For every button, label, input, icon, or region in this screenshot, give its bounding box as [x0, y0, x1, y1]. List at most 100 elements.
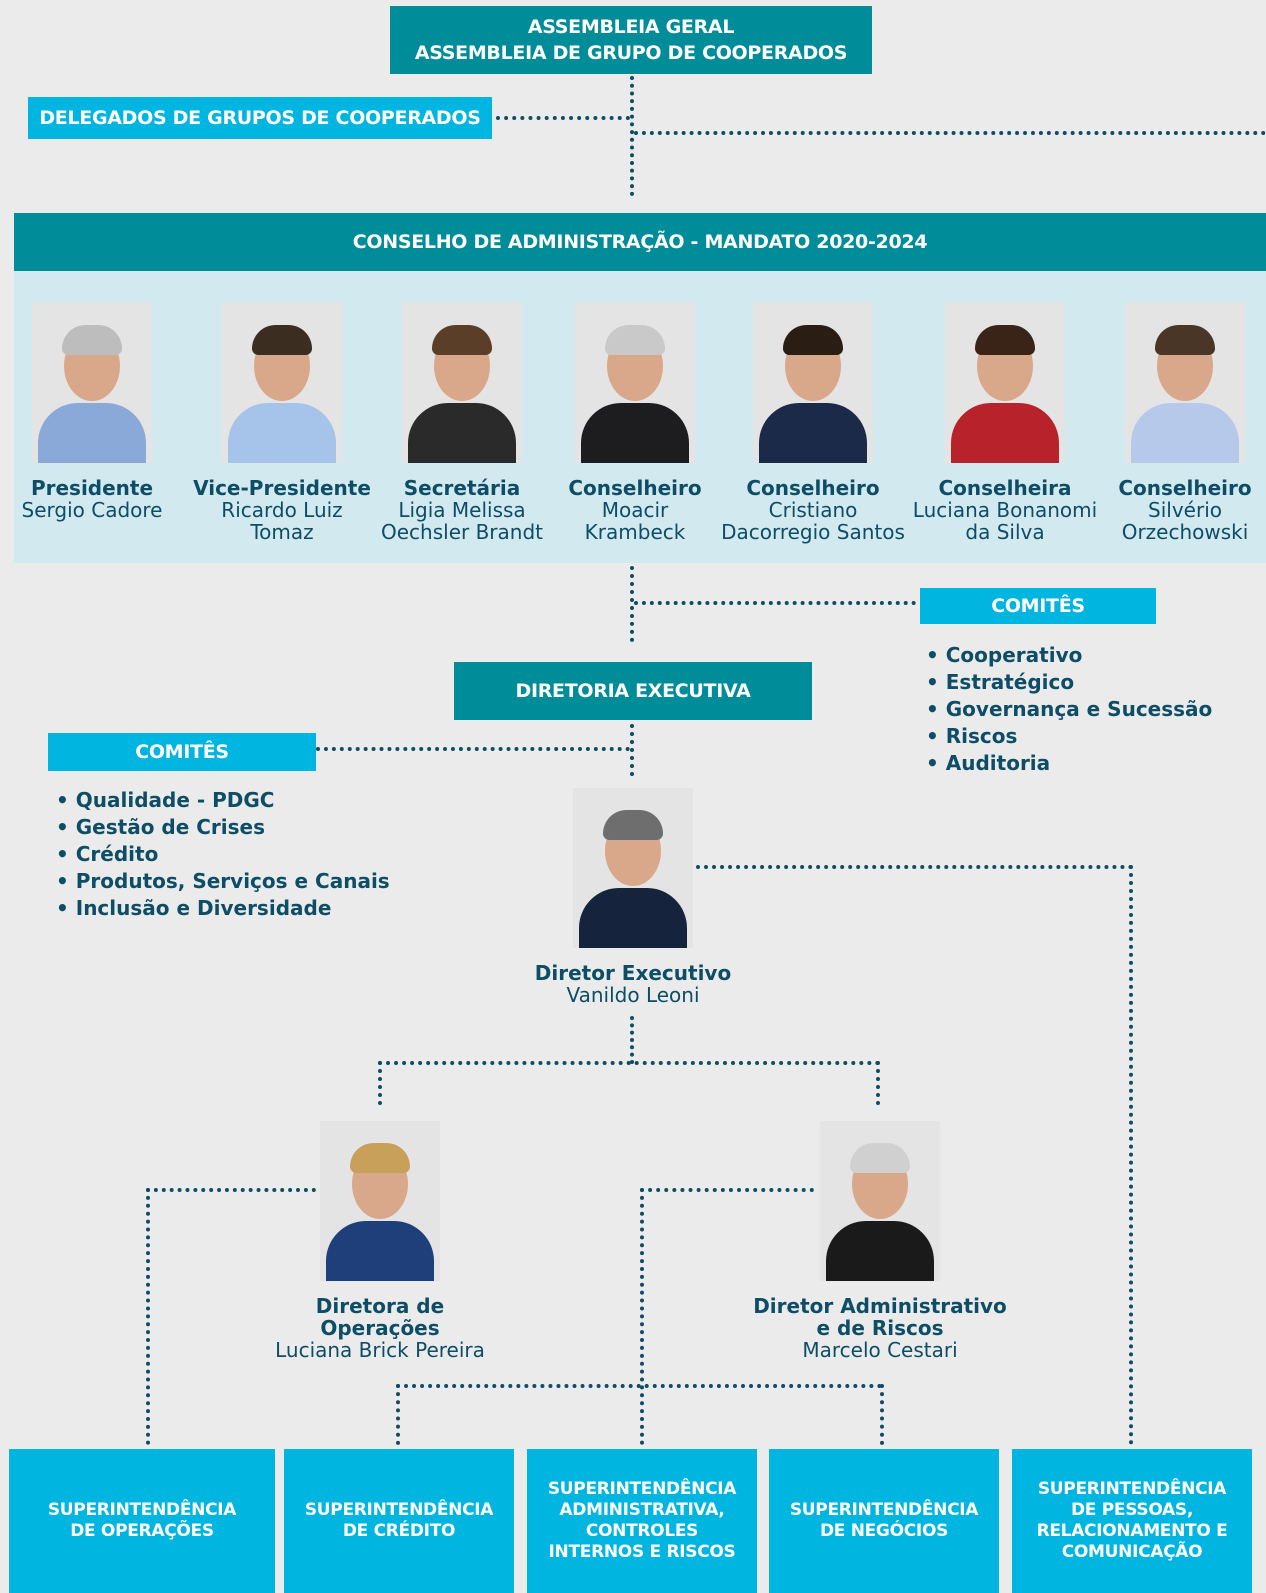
executive-board-title: DIRETORIA EXECUTIVA [515, 680, 751, 702]
member-photo [753, 303, 873, 463]
committee-item: Governança e Sucessão [926, 696, 1213, 723]
committee-item: Estratégico [926, 669, 1212, 696]
director-role: e de Riscos [816, 1316, 944, 1340]
member-photo [575, 303, 695, 463]
delegates-box: DELEGADOS DE GRUPOS DE COOPERADOS [28, 97, 492, 139]
director-role: Diretora de Operações [315, 1294, 445, 1340]
director-photo [573, 788, 693, 948]
board-member: Conselheiro Silvério Orzechowski [1110, 303, 1260, 543]
connector [696, 865, 1133, 869]
committee-item: Auditoria [926, 750, 1212, 777]
exec-committees-list: Qualidade - PDGC Gestão de Crises Crédit… [56, 787, 390, 922]
member-role: Vice-Presidente [193, 476, 371, 500]
member-name: Oechsler Brandt [381, 520, 543, 544]
member-role: Secretária [403, 476, 521, 500]
member-photo [402, 303, 522, 463]
member-photo [222, 303, 342, 463]
connector [146, 1188, 316, 1192]
member-name: Dacorregio Santos [721, 520, 905, 544]
superintendency-line: COMUNICAÇÃO [1061, 1542, 1203, 1562]
admin-director: Diretor Administrativo e de Riscos Marce… [750, 1121, 1010, 1361]
connector [316, 747, 630, 751]
connector [396, 1384, 400, 1445]
superintendency-line: RELACIONAMENTO E [1036, 1521, 1228, 1541]
superintendency-line: DE OPERAÇÕES [70, 1521, 214, 1541]
member-name: Luciana Bonanomi [912, 498, 1098, 522]
member-photo [1125, 303, 1245, 463]
committee-item: Riscos [926, 723, 1212, 750]
member-name: Silvério [1148, 498, 1222, 522]
board-committees-list: Cooperativo Estratégico Governança e Suc… [926, 642, 1213, 777]
superintendency-line: SUPERINTENDÊNCIA [789, 1500, 979, 1520]
member-name: Ligia Melissa [398, 498, 526, 522]
connector [378, 1061, 382, 1105]
committee-item: Cooperativo [926, 642, 1212, 669]
connector [880, 1384, 884, 1445]
member-role: Presidente [30, 476, 154, 500]
superintendency-line: SUPERINTENDÊNCIA [47, 1500, 237, 1520]
superintendency-line: INTERNOS E RISCOS [548, 1542, 736, 1562]
exec-committees-box: COMITÊS [48, 733, 316, 771]
member-name: Sergio Cadore [21, 498, 163, 522]
connector [634, 601, 916, 605]
superintendency-line: SUPERINTENDÊNCIA [1037, 1479, 1227, 1499]
exec-committees-title: COMITÊS [135, 741, 229, 763]
group-assembly-title: ASSEMBLEIA DE GRUPO DE COOPERADOS [414, 42, 848, 64]
director-name: Vanildo Leoni [566, 983, 700, 1007]
connector [630, 724, 634, 776]
board-member: Conselheiro Cristiano Dacorregio Santos [718, 303, 908, 543]
connector [630, 76, 634, 196]
delegates-title: DELEGADOS DE GRUPOS DE COOPERADOS [39, 107, 481, 129]
member-photo [945, 303, 1065, 463]
member-name: da Silva [965, 520, 1045, 544]
member-name: Cristiano [768, 498, 858, 522]
board-member: Conselheiro Moacir Krambeck [560, 303, 710, 543]
executive-board-box: DIRETORIA EXECUTIVA [454, 662, 812, 720]
operations-director: Diretora de Operações Luciana Brick Pere… [258, 1121, 502, 1361]
board-member: Vice-Presidente Ricardo Luiz Tomaz [192, 303, 372, 543]
connector [876, 1061, 880, 1105]
member-role: Conselheiro [746, 476, 880, 500]
member-name: Tomaz [250, 520, 314, 544]
member-name: Moacir [601, 498, 669, 522]
member-photo [32, 303, 152, 463]
superintendency-line: DE NEGÓCIOS [819, 1521, 949, 1541]
director-photo [320, 1121, 440, 1281]
board-title: CONSELHO DE ADMINISTRAÇÃO - MANDATO 2020… [352, 231, 928, 253]
general-assembly-title: ASSEMBLEIA GERAL [527, 16, 735, 38]
general-assembly-box: ASSEMBLEIA GERAL ASSEMBLEIA DE GRUPO DE … [390, 6, 872, 74]
committee-item: Crédito [56, 841, 390, 868]
member-name: Krambeck [584, 520, 686, 544]
connector [496, 116, 630, 120]
director-role: Diretor Executivo [534, 961, 732, 985]
superintendency-line: ADMINISTRATIVA, [559, 1500, 725, 1520]
connector [640, 1188, 644, 1445]
director-name: Marcelo Cestari [802, 1338, 958, 1362]
superintendency-line: CONTROLES [585, 1521, 699, 1541]
committee-item: Inclusão e Diversidade [56, 895, 390, 922]
member-role: Conselheiro [1118, 476, 1252, 500]
connector [634, 131, 1266, 135]
board-committees-title: COMITÊS [991, 595, 1085, 617]
connector [630, 1016, 634, 1064]
member-name: Orzechowski [1121, 520, 1249, 544]
connector [640, 1188, 814, 1192]
connector [1129, 865, 1133, 1445]
connector [630, 566, 634, 642]
director-role: Diretor Administrativo [753, 1294, 1007, 1318]
board-member: Presidente Sergio Cadore [12, 303, 172, 521]
connector [396, 1384, 882, 1388]
board-member: Conselheira Luciana Bonanomi da Silva [910, 303, 1100, 543]
connector [378, 1061, 880, 1065]
board-member: Secretária Ligia Melissa Oechsler Brandt [372, 303, 552, 543]
superintendency-line: SUPERINTENDÊNCIA [547, 1479, 737, 1499]
member-role: Conselheiro [568, 476, 702, 500]
executive-director: Diretor Executivo Vanildo Leoni [520, 788, 746, 1006]
director-photo [820, 1121, 940, 1281]
member-role: Conselheira [938, 476, 1072, 500]
